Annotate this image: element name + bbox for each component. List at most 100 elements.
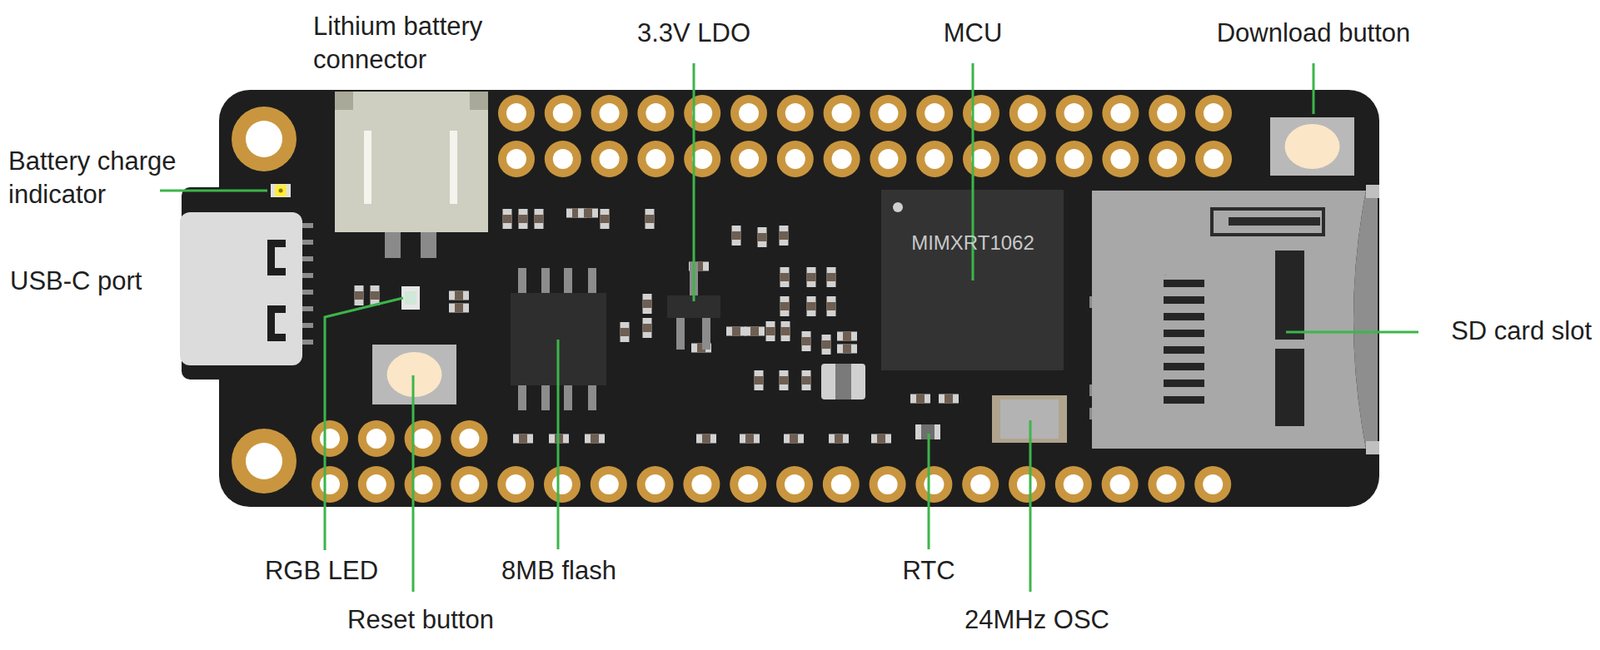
flash-pin — [518, 383, 527, 411]
sd-latch-bar — [1228, 217, 1321, 226]
flash-pin — [588, 383, 597, 411]
smd-part — [910, 394, 931, 404]
header-pad — [1148, 94, 1186, 132]
header-pad — [915, 466, 953, 504]
smd-part-body — [454, 291, 464, 301]
header-pad — [1055, 466, 1092, 504]
smd-part-body — [827, 302, 837, 311]
part-label: Battery charge indicator — [8, 144, 200, 213]
smd-part — [620, 322, 630, 343]
header-hole — [923, 474, 944, 495]
inductor-core — [835, 363, 852, 400]
smd-part — [578, 209, 599, 219]
header-hole — [832, 149, 853, 170]
battery-connector-slot — [449, 130, 458, 205]
header-hole — [924, 149, 945, 170]
sd-contact — [1163, 274, 1167, 276]
flash-pin — [541, 383, 550, 411]
header-pad — [590, 466, 628, 504]
header-pad — [450, 420, 488, 458]
smd-part-body — [781, 327, 791, 336]
smd-part-body — [454, 304, 464, 314]
sd-bar — [1275, 348, 1305, 427]
part-label: RTC — [902, 554, 955, 589]
header-hole — [692, 149, 713, 170]
header-hole — [1156, 474, 1177, 495]
header-hole — [691, 474, 712, 495]
header-pad — [962, 94, 1000, 132]
header-pad — [916, 140, 953, 178]
sd-contact — [1163, 379, 1205, 388]
smd-part-body — [518, 214, 529, 224]
header-hole — [877, 103, 898, 124]
leader-line — [1029, 420, 1032, 593]
header-pad — [498, 94, 535, 132]
part-label: RGB LED — [264, 554, 379, 589]
charge-led — [270, 184, 291, 198]
chip-marking: MIMXRT1062 — [911, 229, 1035, 256]
part-label: 8MB flash — [501, 554, 617, 589]
header-hole — [877, 149, 898, 170]
smd-part-body — [745, 434, 754, 444]
usb-c-port — [179, 212, 303, 366]
header-pad — [683, 140, 721, 178]
smd-part — [779, 225, 789, 246]
sd-contact — [1163, 296, 1205, 305]
smd-part-body — [732, 327, 741, 337]
header-hole — [645, 103, 666, 124]
smd-part — [732, 225, 742, 246]
push-button — [1270, 117, 1355, 176]
smd-part-body — [802, 376, 812, 385]
header-pad — [498, 140, 535, 178]
header-pad — [358, 420, 395, 458]
battery-connector-tab — [469, 91, 489, 110]
header-pad — [404, 466, 442, 504]
smd-part-body — [780, 273, 790, 282]
header-hole — [877, 474, 898, 495]
smd-part-body — [534, 214, 544, 224]
part-label: Download button — [1216, 16, 1411, 50]
smd-part — [354, 285, 364, 306]
header-hole — [971, 149, 992, 170]
smd-part — [513, 434, 534, 444]
header-hole — [1203, 149, 1224, 170]
smd-part — [802, 370, 812, 391]
header-hole — [413, 428, 434, 449]
smd-part — [837, 344, 858, 354]
smd-part-body — [842, 344, 852, 354]
charge-led-lens — [274, 184, 287, 197]
header-hole — [413, 474, 434, 495]
header-pad — [1009, 94, 1047, 132]
mcu-pin1-dot — [892, 202, 903, 213]
push-button-cap — [1285, 124, 1341, 170]
header-pad — [544, 140, 582, 178]
header-pad — [1008, 466, 1046, 504]
smd-part-body — [766, 327, 776, 336]
smd-part — [822, 334, 832, 355]
part-label: USB-C port — [9, 264, 142, 299]
header-hole — [366, 428, 387, 449]
leader-line — [159, 189, 268, 193]
header-hole — [924, 103, 945, 124]
smd-part-body — [354, 291, 364, 300]
header-pad — [591, 140, 629, 178]
smd-part — [766, 321, 776, 342]
header-pad — [543, 466, 581, 504]
header-hole — [971, 103, 992, 124]
header-hole — [553, 103, 574, 124]
header-hole — [645, 474, 666, 495]
header-hole — [599, 149, 620, 170]
smd-part — [448, 291, 469, 301]
leader-line — [692, 63, 696, 302]
header-pad — [544, 94, 582, 132]
header-hole — [1156, 149, 1177, 170]
header-hole — [784, 474, 805, 495]
header-pad — [311, 466, 349, 504]
smd-part — [781, 321, 791, 342]
sd-contact — [1163, 346, 1205, 354]
battery-connector-tab — [334, 91, 354, 110]
header-pad — [730, 140, 768, 178]
header-hole — [1202, 474, 1223, 495]
smd-part-body — [600, 214, 610, 224]
header-hole — [831, 474, 852, 495]
